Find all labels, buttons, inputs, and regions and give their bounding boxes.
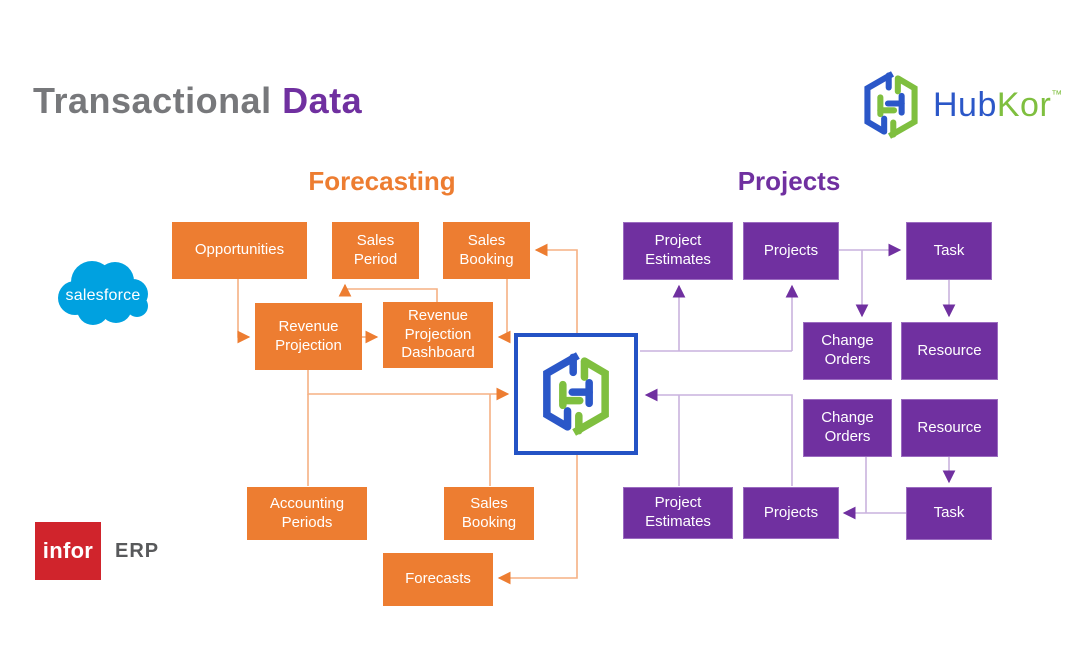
connector-hub-to-forecasts: [497, 455, 578, 585]
salesforce-logo: salesforce: [50, 251, 156, 329]
brand-part-hub: Hub: [933, 85, 997, 124]
node-projects-top: Projects: [743, 222, 839, 280]
node-sales-booking-bottom: Sales Booking: [444, 487, 534, 540]
hubkor-hexagon-icon: [864, 71, 918, 139]
erp-label: ERP: [115, 539, 160, 562]
connector-opportunities-to-revenue-projection: [237, 279, 251, 344]
brand-part-kor: Kor: [996, 85, 1052, 124]
node-project-estimates-top: Project Estimates: [623, 222, 733, 280]
connector-sales-booking-to-dashboard: [497, 279, 511, 344]
node-resource-bottom: Resource: [901, 399, 998, 457]
node-revenue-projection: Revenue Projection: [255, 303, 362, 370]
node-project-estimates-bottom: Project Estimates: [623, 487, 733, 539]
trademark-symbol: ™: [1051, 88, 1063, 101]
hubkor-brand-logo: HubKor™: [853, 66, 1062, 144]
title-part-transactional: Transactional: [33, 80, 272, 121]
connector-hub-to-sales-booking-top: [534, 243, 578, 333]
node-task-bottom: Task: [906, 487, 992, 540]
salesforce-cloud-icon: [58, 261, 148, 325]
page-title: Transactional Data: [33, 80, 362, 122]
node-task-top: Task: [906, 222, 992, 280]
node-sales-period: Sales Period: [332, 222, 419, 279]
connector-dashboard-to-sales-period: [338, 283, 438, 302]
title-part-data: Data: [282, 80, 363, 121]
salesforce-wordmark: salesforce: [65, 287, 141, 304]
projects-heading: Projects: [737, 166, 841, 196]
connector-projects-bottom-to-hub: [644, 388, 793, 486]
forecasting-heading: Forecasting: [308, 166, 456, 196]
node-change-orders-bottom: Change Orders: [803, 399, 892, 457]
infor-erp-logo: infor ERP: [35, 522, 159, 580]
hubkor-wordmark: HubKor™: [933, 86, 1062, 125]
connector-revenue-projection-to-hub: [307, 370, 510, 401]
node-opportunities: Opportunities: [172, 222, 307, 279]
infor-badge: infor: [35, 522, 101, 580]
node-resource-top: Resource: [901, 322, 998, 380]
node-accounting-periods: Accounting Periods: [247, 487, 367, 540]
hubkor-hexagon-icon: [543, 352, 609, 436]
node-change-orders-top: Change Orders: [803, 322, 892, 380]
node-revenue-projection-dashboard: Revenue Projection Dashboard: [383, 302, 493, 368]
node-sales-booking-top: Sales Booking: [443, 222, 530, 279]
hubkor-central-hub: [514, 333, 638, 455]
node-projects-bottom: Projects: [743, 487, 839, 539]
node-forecasts: Forecasts: [383, 553, 493, 606]
